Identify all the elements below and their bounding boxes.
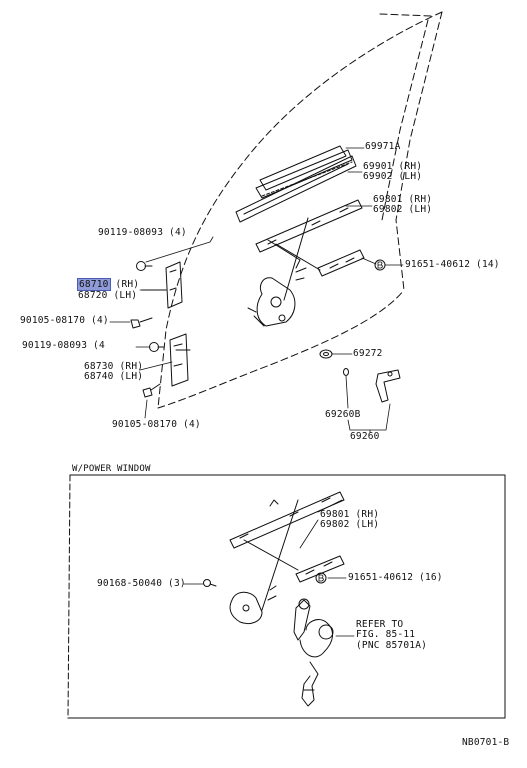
bolt-90119-upper: [136, 261, 153, 271]
washer-69272: [319, 349, 333, 359]
part-label-90119-lower: 90119-08093 (4: [22, 340, 105, 351]
weatherstrip-69901: [255, 145, 353, 199]
part-label-90105-lower: 90105-08170 (4): [112, 419, 201, 430]
refer-line-1: REFER TO: [356, 619, 404, 630]
upper-window-channel: [235, 155, 357, 223]
window-regulator-upper: [247, 199, 365, 327]
lower-hinge: [169, 333, 191, 387]
part-label-90105-upper: 90105-08170 (4): [20, 315, 109, 326]
b-marker-upper: [374, 259, 386, 271]
refer-line-3: (PNC 85701A): [356, 640, 428, 651]
regulator-handle-69260: [375, 369, 401, 403]
part-label-68710-side: (RH): [115, 279, 140, 290]
bolt-90105-upper: [130, 317, 153, 329]
part-label-68720: 68720 (LH): [78, 290, 138, 301]
upper-leader-lines: [109, 147, 404, 433]
part-label-69802-lower: 69802 (LH): [320, 519, 380, 530]
part-label-69260: 69260: [350, 431, 380, 442]
part-label-69801-lower: 69801 (RH): [320, 509, 380, 520]
door-outline: [157, 11, 443, 409]
part-label-69902: 69902 (LH): [363, 171, 423, 182]
bolt-90119-lower: [149, 342, 165, 352]
highlighted-part-number[interactable]: 68710: [77, 278, 111, 291]
window-regulator-power: [229, 491, 345, 625]
part-label-69901: 69901 (RH): [363, 161, 423, 172]
part-label-69971a: 69971A: [365, 141, 401, 152]
part-label-91651-lower: 91651-40612 (16): [348, 572, 443, 583]
clip-69260b: [343, 368, 349, 376]
part-label-69802-upper: 69802 (LH): [373, 204, 433, 215]
b-marker-lower: [315, 572, 327, 584]
figure-code: NB0701-B: [462, 737, 510, 748]
power-window-title: W/POWER WINDOW: [72, 464, 151, 474]
refer-line-2: FIG. 85-11: [356, 629, 416, 640]
part-label-90168: 90168-50040 (3): [97, 578, 186, 589]
part-label-68730: 68730 (RH): [84, 361, 144, 372]
upper-hinge: [141, 261, 183, 309]
part-label-69272: 69272: [353, 348, 383, 359]
part-label-69801-upper: 69801 (RH): [373, 194, 433, 205]
bolt-90105-lower: [142, 383, 161, 398]
part-label-68710[interactable]: 68710 (RH): [77, 278, 140, 291]
part-label-69260b: 69260B: [325, 409, 361, 420]
part-label-90119-upper: 90119-08093 (4): [98, 227, 187, 238]
lower-leader-lines: [183, 499, 355, 637]
bolt-90168: [203, 579, 217, 587]
power-window-motor: [293, 598, 334, 707]
power-window-box: [67, 474, 506, 719]
part-label-68740: 68740 (LH): [84, 371, 144, 382]
part-label-91651-upper: 91651-40612 (14): [405, 259, 500, 270]
